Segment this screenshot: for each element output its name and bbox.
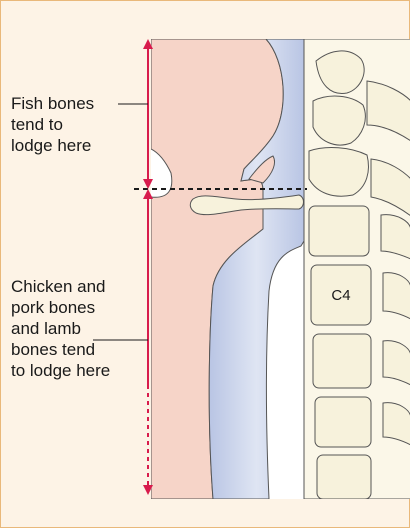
- vertebra-body-c6: [315, 397, 371, 447]
- vertebra-c2: [313, 96, 365, 145]
- vertebra-body-c7: [317, 455, 371, 499]
- vertebra-body-c5: [313, 334, 371, 388]
- c4-vertebra-label: C4: [331, 287, 350, 304]
- vertebra-body-c3: [309, 206, 369, 256]
- vertebra-c3: [309, 148, 368, 197]
